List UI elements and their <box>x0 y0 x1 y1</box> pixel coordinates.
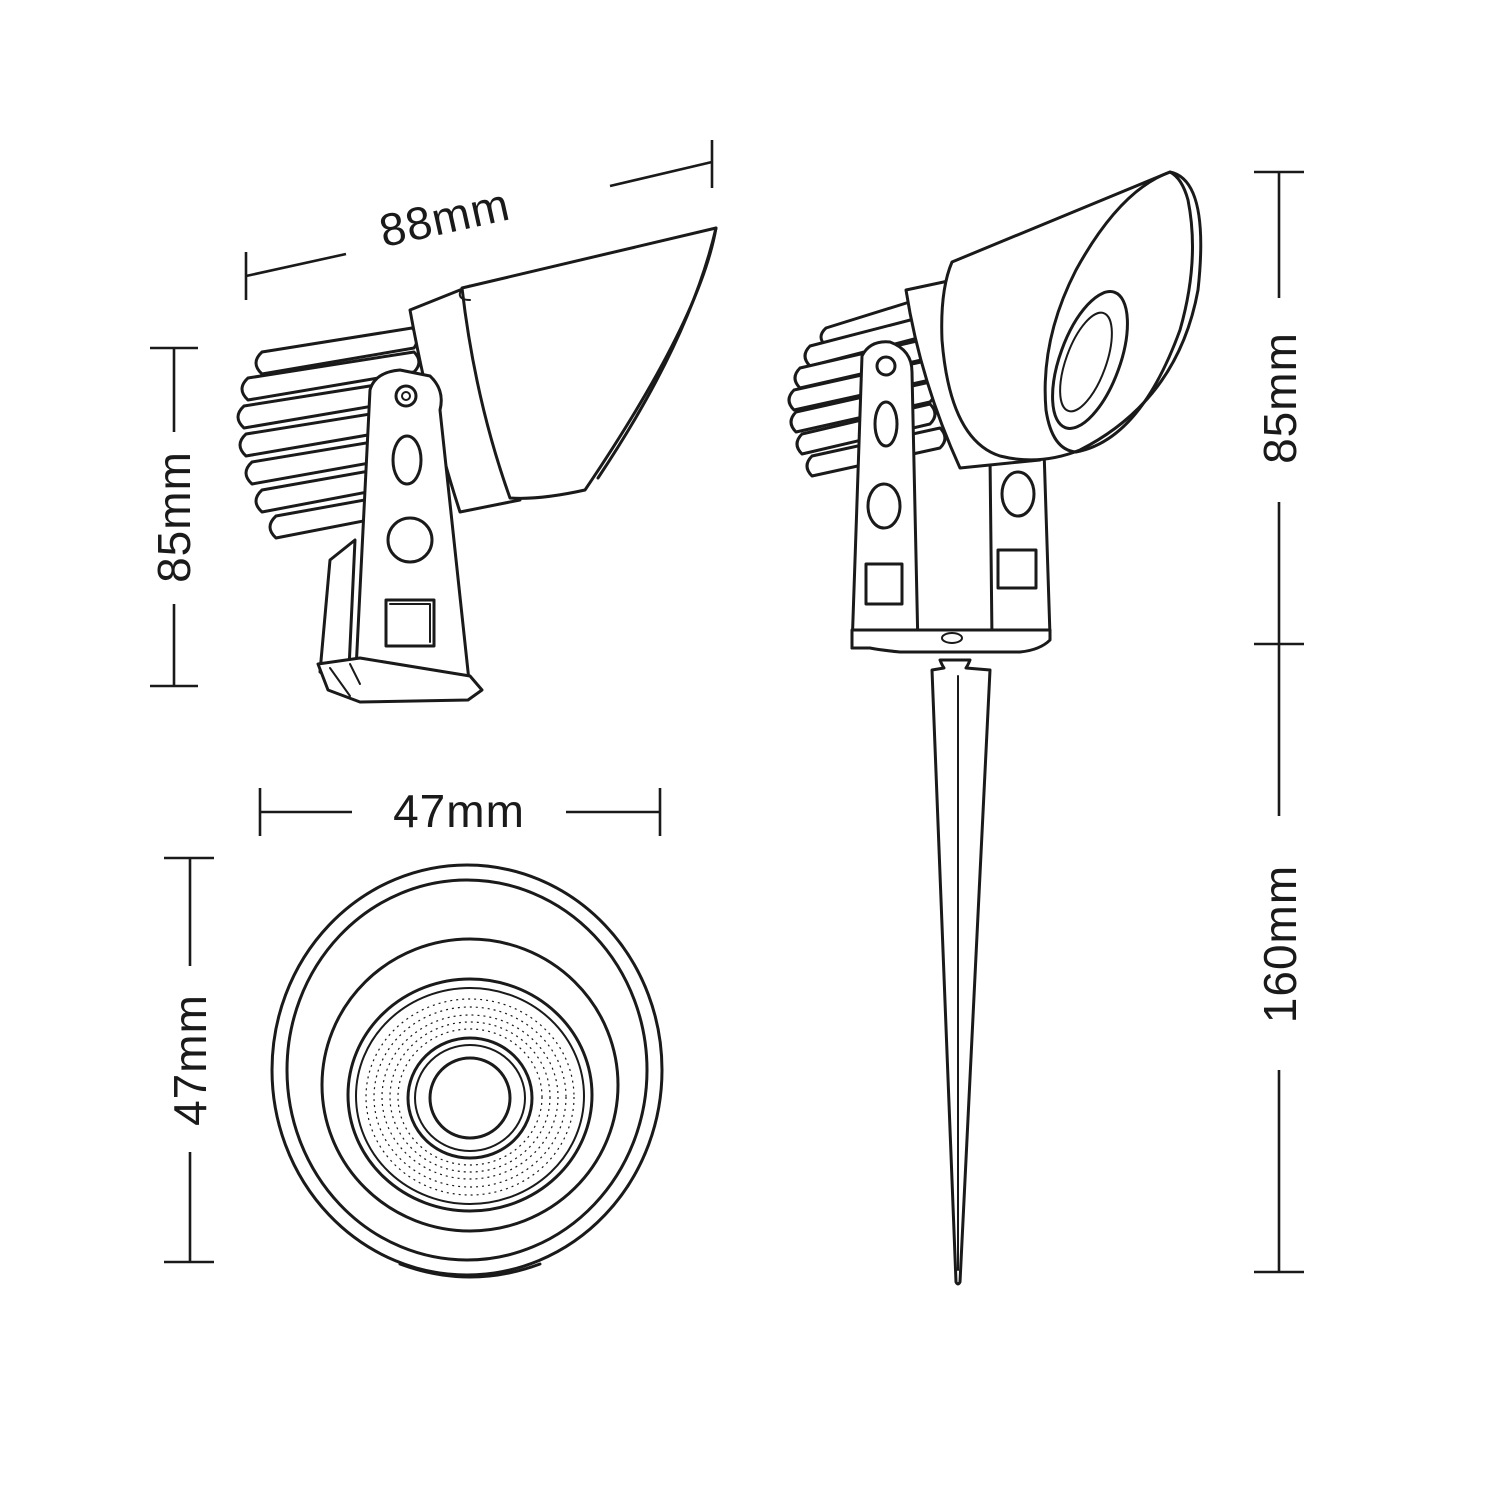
dimension-label-47mm-vertical: 47mm <box>164 994 216 1126</box>
dimension-front-height: 47mm <box>164 856 216 1264</box>
dimension-label-88mm: 88mm <box>375 178 515 257</box>
dimension-front-width: 47mm <box>258 785 662 837</box>
spike-view-lamp <box>787 170 1203 1286</box>
dimension-side-height: 85mm <box>148 346 200 688</box>
lens-texture <box>365 998 575 1196</box>
dimension-label-160mm: 160mm <box>1254 865 1306 1023</box>
dimension-label-47mm-horizontal: 47mm <box>393 785 525 837</box>
side-view-lamp <box>236 226 718 704</box>
dimension-label-85mm-left: 85mm <box>148 451 200 583</box>
dimension-label-85mm-right: 85mm <box>1254 332 1306 464</box>
front-view-lamp <box>270 863 664 1279</box>
dimension-spike: 85mm 160mm <box>1254 170 1306 1274</box>
